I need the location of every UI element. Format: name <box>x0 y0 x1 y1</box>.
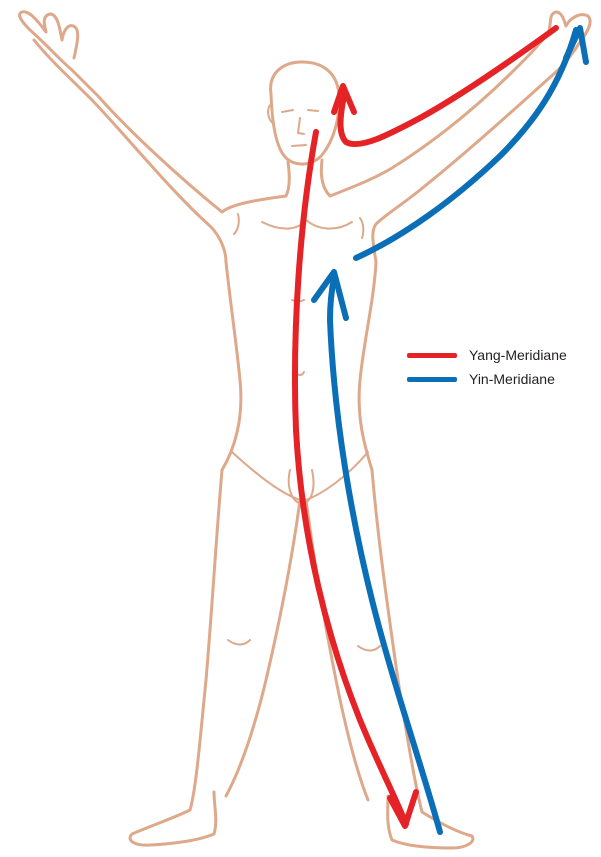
legend-item-yang: Yang-Meridiane <box>407 344 567 366</box>
yang-leg-line <box>295 132 406 824</box>
armpit-left <box>234 214 239 234</box>
armpit-right <box>360 218 363 238</box>
legend-label-yang: Yang-Meridiane <box>469 347 567 363</box>
left-hand <box>20 12 78 70</box>
face-eye-left <box>282 110 293 112</box>
left-knee <box>228 640 250 645</box>
left-arm-lower-edge <box>34 40 226 262</box>
face-nose <box>298 118 304 134</box>
chest-line <box>262 220 352 229</box>
torso-right <box>359 262 376 470</box>
yin-arm-line <box>356 30 576 258</box>
head-outline <box>271 62 340 164</box>
legend-swatch-yang <box>407 353 457 358</box>
left-arm-upper-edge <box>72 70 286 212</box>
face-mouth <box>292 145 306 146</box>
left-leg-outer <box>130 470 222 845</box>
face-eye-right <box>308 110 318 111</box>
torso-left <box>222 262 241 470</box>
groin-right <box>306 452 368 500</box>
neck-right <box>321 160 330 196</box>
legend-label-yin: Yin-Meridiane <box>469 371 555 387</box>
neck-left <box>286 162 289 196</box>
yang-meridian-path <box>295 28 556 826</box>
legend: Yang-Meridiane Yin-Meridiane <box>407 344 567 392</box>
right-knee <box>358 646 380 651</box>
yin-arrow-head-hand <box>566 28 586 62</box>
human-body-outline <box>20 12 591 848</box>
legend-item-yin: Yin-Meridiane <box>407 368 567 390</box>
legend-swatch-yin <box>407 377 457 382</box>
left-leg-inner <box>226 500 300 796</box>
